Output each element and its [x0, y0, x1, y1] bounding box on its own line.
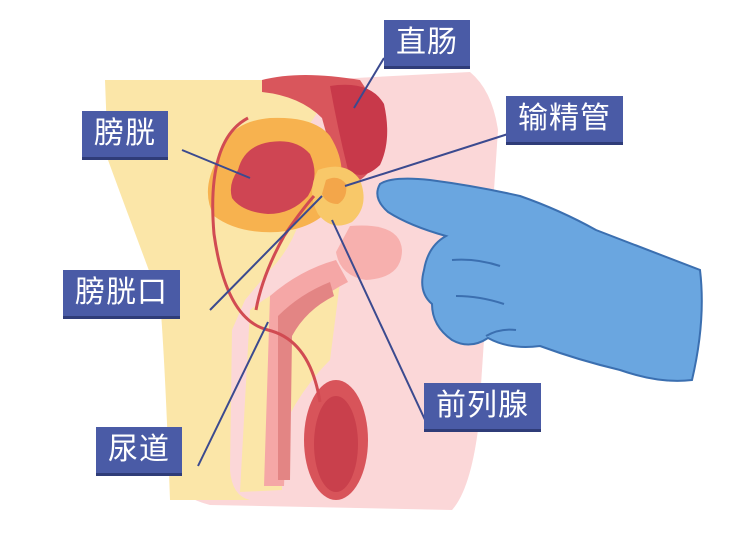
vas-deferens-loop	[211, 116, 322, 403]
seminal-vesicle	[322, 177, 347, 204]
leader-vas	[344, 133, 509, 187]
bladder-inner	[230, 141, 315, 214]
testis-inner	[314, 396, 358, 492]
label-bladder: 膀胱	[82, 111, 168, 160]
rectum-upper	[330, 84, 388, 175]
leader-urethra	[197, 321, 269, 467]
label-rectum: 直肠	[384, 20, 470, 69]
inner-shaft	[278, 282, 334, 480]
leader-prostate	[331, 219, 427, 423]
leader-bladder-neck	[209, 195, 323, 311]
label-prostate: 前列腺	[424, 383, 541, 432]
leader-bladder	[181, 149, 251, 179]
leader-rectum	[353, 57, 385, 109]
glove-knuckle-lines	[451, 258, 517, 337]
label-urethra: 尿道	[96, 427, 182, 476]
glove-shape	[376, 177, 703, 382]
label-vas-deferens: 输精管	[506, 96, 623, 145]
label-bladder-neck: 膀胱口	[63, 270, 180, 319]
